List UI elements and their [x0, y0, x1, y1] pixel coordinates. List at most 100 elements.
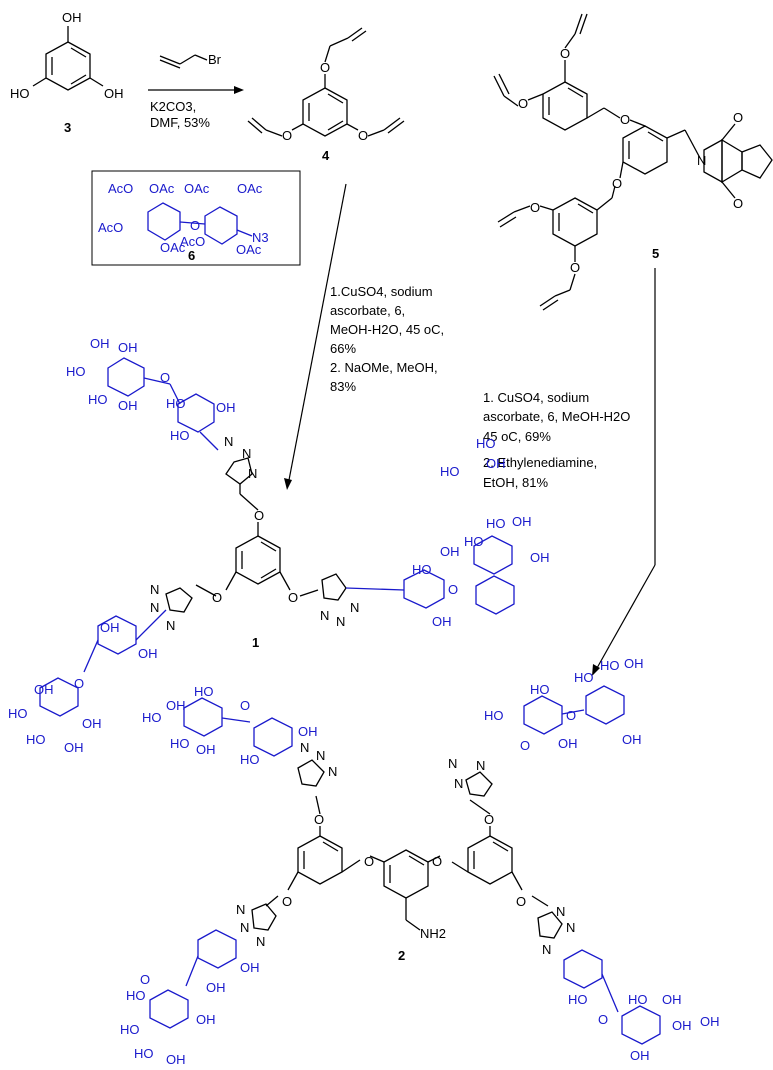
o-label: O	[314, 812, 324, 827]
ho-label: HO	[88, 392, 108, 407]
n-label: N	[248, 466, 257, 481]
aco-label: AcO	[180, 234, 205, 249]
oh-label: OH	[624, 656, 644, 671]
n-label: N	[328, 764, 337, 779]
step2-line3: MeOH-H2O, 45 oC,	[330, 322, 444, 337]
oac-label: OAc	[149, 181, 175, 196]
oh-label: OH	[64, 740, 84, 755]
compound-3-label: 3	[64, 120, 71, 135]
ho-label: HO	[8, 706, 28, 721]
oh-label: OH	[82, 716, 102, 731]
ho-label: HO	[66, 364, 86, 379]
nh2-label: NH2	[420, 926, 446, 941]
ho-label: HO	[170, 736, 190, 751]
step3-line3: 45 oC, 69%	[483, 429, 551, 444]
ho-label: HO	[574, 670, 594, 685]
compound-2-structure: OH HO HO HO OH O HO OH N N N O O O O NH2…	[120, 656, 720, 1067]
o-label: O	[612, 176, 622, 191]
propargyl-bromide-structure	[159, 54, 208, 69]
ho-label: HO	[476, 436, 496, 451]
n-label: N	[336, 614, 345, 629]
n-label: N	[542, 942, 551, 957]
n-label: N	[166, 618, 175, 633]
ho-label: HO	[440, 464, 460, 479]
reagent-dmf: DMF, 53%	[150, 115, 210, 130]
compound-5-label: 5	[652, 246, 659, 261]
n-label: N	[448, 756, 457, 771]
oh-label: OH	[138, 646, 158, 661]
compound-1-label: 1	[252, 635, 259, 650]
n-label: N	[150, 582, 159, 597]
n-label: N	[566, 920, 575, 935]
oh-label: OH	[700, 1014, 720, 1029]
o-label: O	[160, 370, 170, 385]
n-label: N	[224, 434, 233, 449]
ho-label: HO	[412, 562, 432, 577]
ho-label: HO	[142, 710, 162, 725]
o-label: O	[190, 218, 200, 233]
oac-label: OAc	[236, 242, 262, 257]
n-label: N	[316, 748, 325, 763]
o-label: O	[520, 738, 530, 753]
oh-label: OH	[558, 736, 578, 751]
oh-label: OH	[630, 1048, 650, 1063]
compound-6-box: AcO OAc OAc OAc AcO O OAc AcO OAc N3 6	[91, 170, 301, 266]
oh-label: OH	[530, 550, 550, 565]
o-label: O	[212, 590, 222, 605]
n-label: N	[240, 920, 249, 935]
n-label: N	[697, 153, 706, 168]
o-label: O	[240, 698, 250, 713]
ho-label: HO	[530, 682, 550, 697]
compound-1-structure: OH OH HO HO OH O HO OH HO N N N O O O N …	[8, 336, 550, 755]
step3-line1: 1. CuSO4, sodium	[483, 390, 589, 405]
oh-label: OH	[166, 698, 186, 713]
ho-label: HO	[26, 732, 46, 747]
oh-label: OH	[216, 400, 236, 415]
oh-label: OH	[440, 544, 460, 559]
o-label: O	[74, 676, 84, 691]
n-label: N	[300, 740, 309, 755]
step2-line4: 66%	[330, 341, 356, 356]
n-label: N	[476, 758, 485, 773]
oh-label: OH	[240, 960, 260, 975]
step3-line4: 2. Ethylenediamine,	[483, 455, 597, 470]
o-label: O	[282, 894, 292, 909]
n-label: N	[242, 446, 251, 461]
compound-6-label: 6	[188, 248, 195, 263]
ho-label: HO	[194, 684, 214, 699]
o-label: O	[364, 854, 374, 869]
ho-label: HO	[166, 396, 186, 411]
oac-label: OAc	[184, 181, 210, 196]
ho-label: HO	[120, 1022, 140, 1037]
compound-3-structure	[32, 26, 104, 91]
o-label: O	[518, 96, 528, 111]
n-label: N	[556, 904, 565, 919]
ho-label: HO	[464, 534, 484, 549]
br-label: Br	[208, 52, 222, 67]
o-label: O	[484, 812, 494, 827]
o-label: O	[320, 60, 330, 75]
oh-label: OH	[432, 614, 452, 629]
ho-label: HO	[170, 428, 190, 443]
step3-line2: ascorbate, 6, MeOH-H2O	[483, 409, 630, 424]
reagent-k2co3: K2CO3,	[150, 99, 196, 114]
step2-line2: ascorbate, 6,	[330, 303, 405, 318]
oac-label: AcO	[108, 181, 133, 196]
oh-label: OH	[298, 724, 318, 739]
step2-line5: 2. NaOMe, MeOH,	[330, 360, 438, 375]
o-label: O	[432, 854, 442, 869]
ho-label: HO	[628, 992, 648, 1007]
ho-label: HO	[240, 752, 260, 767]
step3-line5: EtOH, 81%	[483, 475, 548, 490]
oh-label: OH	[100, 620, 120, 635]
o-label: O	[733, 110, 743, 125]
ho-label: HO	[10, 86, 30, 101]
oh-label: OH	[672, 1018, 692, 1033]
step2-line1: 1.CuSO4, sodium	[330, 284, 433, 299]
oh-label: OH	[486, 456, 506, 471]
oh-label: OH	[90, 336, 110, 351]
oh-label: OH	[118, 398, 138, 413]
oac-label: OAc	[160, 240, 186, 255]
